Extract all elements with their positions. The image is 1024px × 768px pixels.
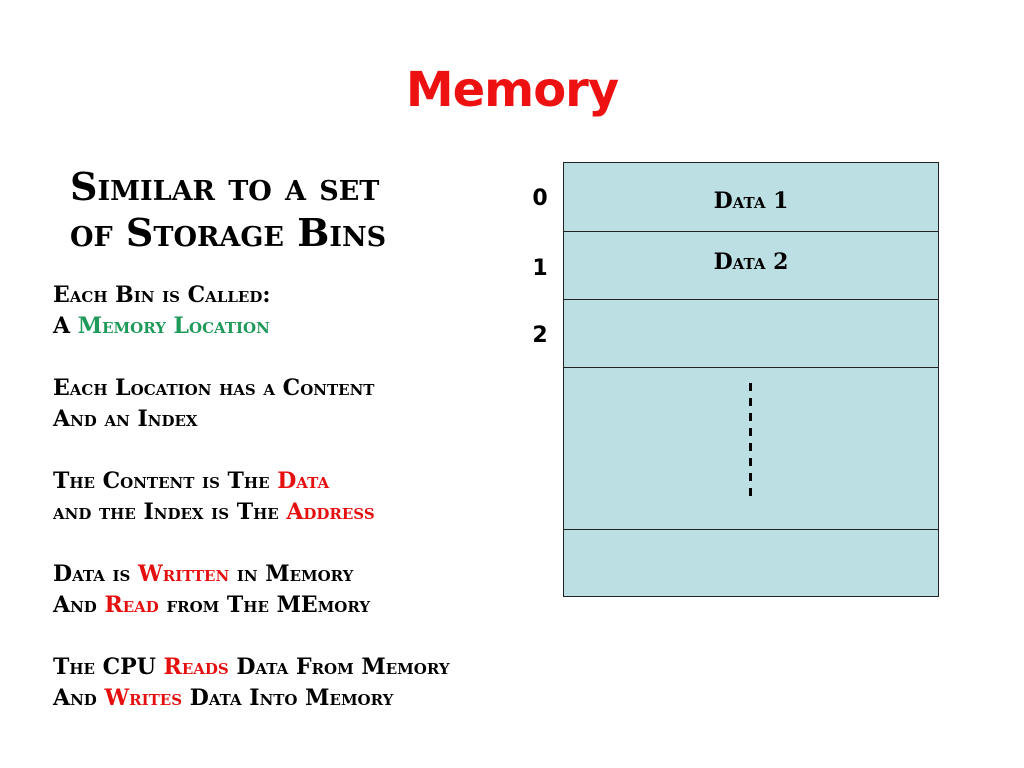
text-segment: Data is [53, 561, 139, 587]
text-segment: Data Into Memory [182, 685, 394, 711]
memory-cell: Data 1 [564, 163, 938, 232]
text-segment: in Memory [229, 561, 354, 587]
text-line: Each Location has a Content [53, 373, 450, 404]
highlight-term: Written [138, 561, 230, 587]
subtitle-line: Similar to a set [70, 164, 380, 209]
text-segment: And an Index [53, 406, 198, 432]
text-line: And Writes Data Into Memory [53, 683, 450, 714]
text-segment: And [53, 685, 105, 711]
text-segment: Each Location has a Content [53, 375, 375, 401]
memory-index: 1 [532, 256, 548, 281]
highlight-term: Read [104, 592, 159, 618]
text-segment: and the Index is The [53, 499, 287, 525]
text-segment: A [53, 313, 78, 339]
text-segment: Each Bin is Called: [53, 282, 271, 308]
subtitle: Similar to a set of Storage Bins [70, 164, 386, 256]
text-line: and the Index is The Address [53, 497, 450, 528]
text-line: The Content is The Data [53, 466, 450, 497]
memory-index: 2 [532, 323, 548, 348]
text-line: And Read from The MEmory [53, 590, 450, 621]
highlight-term: Address [286, 499, 375, 525]
highlight-term: Data [277, 468, 330, 494]
text-segment: And [53, 592, 105, 618]
slide-title: Memory [405, 62, 619, 118]
subtitle-line: of Storage Bins [70, 210, 387, 255]
highlight-term: Writes [104, 685, 183, 711]
memory-cell [564, 300, 938, 368]
text-segment: Data From Memory [228, 654, 450, 680]
highlight-term: Memory Location [77, 313, 270, 339]
text-segment: from The MEmory [158, 592, 371, 618]
paragraph: Each Bin is Called: A Memory Location [53, 280, 450, 342]
memory-cell: Data 2 [564, 232, 938, 300]
text-segment: The CPU [53, 654, 164, 680]
memory-cell [564, 368, 938, 530]
text-line: Each Bin is Called: [53, 280, 450, 311]
text-line: And an Index [53, 404, 450, 435]
text-line: Data is Written in Memory [53, 559, 450, 590]
memory-table: Data 1 Data 2 [563, 162, 939, 597]
memory-cell [564, 530, 938, 598]
text-line: The CPU Reads Data From Memory [53, 652, 450, 683]
ellipsis-dashed-line [749, 383, 752, 501]
highlight-term: Reads [163, 654, 229, 680]
text-segment: The Content is The [53, 468, 278, 494]
memory-index: 0 [532, 186, 548, 211]
text-line: A Memory Location [53, 311, 450, 342]
